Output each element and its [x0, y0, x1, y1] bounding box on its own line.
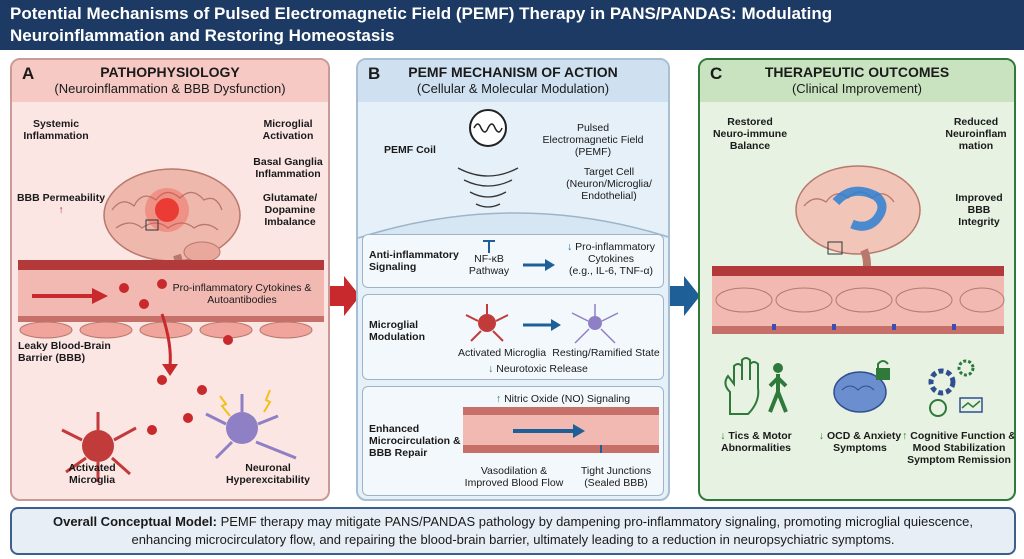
panel-c-letter: C	[710, 64, 723, 83]
label-vasodilation: Vasodilation & Improved Blood Flow	[464, 465, 564, 489]
cytokine-examples: (e.g., IL-6, TNF-α)	[568, 265, 654, 277]
neuron-icon	[205, 389, 297, 460]
label-glutamate: Glutamate/ Dopamine Imbalance	[262, 192, 318, 228]
label-target-cell: Target Cell(Neuron/Microglia/ Endothelia…	[554, 166, 664, 202]
title-line-1: Potential Mechanisms of Pulsed Electroma…	[10, 4, 833, 23]
red-transition-arrow-icon	[330, 276, 360, 316]
blue-transition-arrow-icon	[670, 276, 700, 316]
microglia-transition-icon	[465, 304, 619, 344]
label-resting-state: Resting/Ramified State	[552, 347, 660, 359]
label-reduced-neuroinflammation: Reduced Neuroinflam mation	[945, 116, 1007, 152]
label-activated-microglia-b: Activated Microglia	[457, 347, 547, 359]
footer-label: Overall Conceptual Model:	[52, 514, 217, 529]
panel-a-header: A PATHOPHYSIOLOGY (Neuroinflammation & B…	[12, 60, 328, 102]
label-cognitive: ↑ Cognitive Function & Mood Stabilizatio…	[902, 430, 1016, 466]
label-enhanced-microcirculation: Enhanced Microcirculation & BBB Repair	[369, 423, 461, 459]
panel-pemf-mechanism: B PEMF MECHANISM OF ACTION (Cellular & M…	[356, 58, 670, 501]
target-cell-sub: (Neuron/Microglia/ Endothelial)	[566, 178, 652, 202]
panel-therapeutic-outcomes: C THERAPEUTIC OUTCOMES (Clinical Improve…	[698, 58, 1016, 501]
vessel-flow-icon	[463, 407, 659, 453]
panel-b-subtitle: (Cellular & Molecular Modulation)	[416, 81, 610, 96]
blood-vessel-illustration	[18, 260, 324, 482]
label-microglial-modulation: Microglial Modulation	[369, 319, 425, 343]
panel-b-letter: B	[368, 64, 381, 83]
healthy-brain-icon	[795, 165, 921, 282]
overall-model-summary: Overall Conceptual Model: PEMF therapy m…	[10, 507, 1016, 555]
panel-a-subtitle: (Neuroinflammation & BBB Dysfunction)	[54, 81, 286, 96]
box-anti-inflammatory: Anti-inflammatory Signaling NF-κB Pathwa…	[362, 234, 664, 288]
inhibit-arrow-icon	[483, 240, 555, 271]
label-systemic-inflammation: Systemic Inflammation	[23, 118, 89, 142]
panel-pathophysiology: A PATHOPHYSIOLOGY (Neuroinflammation & B…	[10, 58, 330, 501]
target-cell-title: Target Cell	[583, 166, 635, 178]
up-arrow-icon: ↑	[495, 393, 502, 405]
title-banner: Potential Mechanisms of Pulsed Electroma…	[0, 0, 1024, 50]
panel-c-header: C THERAPEUTIC OUTCOMES (Clinical Improve…	[700, 60, 1014, 102]
box-microcirculation: ↑ Nitric Oxide (NO) Signaling Enhanced M…	[362, 386, 664, 496]
label-pemf-coil: PEMF Coil	[384, 144, 436, 156]
up-arrow-icon: ↑	[58, 204, 64, 216]
panel-a-letter: A	[22, 64, 35, 83]
panel-b-title: PEMF MECHANISM OF ACTION	[408, 64, 618, 80]
up-arrow-icon: ↑	[902, 430, 908, 442]
healthy-vessel-illustration	[712, 266, 1005, 334]
footer-text: PEMF therapy may mitigate PANS/PANDAS pa…	[131, 514, 974, 547]
label-microglial-activation: Microglial Activation	[262, 118, 314, 142]
label-nfkb: NF-κB Pathway	[468, 253, 510, 277]
label-nitric-oxide: ↑ Nitric Oxide (NO) Signaling	[495, 393, 631, 405]
label-pemf: Pulsed Electromagnetic Field (PEMF)	[542, 122, 644, 158]
label-cytokines-autoantibodies: Pro-inflammatory Cytokines & Autoantibod…	[172, 282, 312, 306]
inflamed-brain-icon	[103, 168, 241, 293]
pemf-coil-icon	[358, 109, 668, 239]
label-anti-inflammatory: Anti-inflammatory Signaling	[369, 249, 459, 273]
label-activated-microglia: Activated Microglia	[68, 462, 116, 486]
label-neurotoxic: ↓ Neurotoxic Release	[488, 363, 588, 375]
label-ocd: ↓ OCD & Anxiety Symptoms	[818, 430, 902, 454]
gears-icon	[928, 359, 983, 417]
label-tight-junctions: Tight Junctions (Sealed BBB)	[580, 465, 652, 489]
down-arrow-icon: ↓	[818, 430, 825, 442]
label-tics: ↓ Tics & Motor Abnormalities	[720, 430, 792, 454]
hand-and-walking-icon	[724, 357, 788, 415]
panel-b-header: B PEMF MECHANISM OF ACTION (Cellular & M…	[358, 60, 668, 102]
box-microglial-modulation: Microglial Modulation Activated Microgli…	[362, 294, 664, 380]
label-improved-bbb: Improved BBB Integrity	[955, 192, 1003, 228]
down-arrow-icon: ↓	[566, 241, 573, 253]
activated-microglia-icon	[61, 412, 137, 482]
label-bbb-permeability: BBB Permeability ↑	[16, 192, 106, 216]
panel-c-subtitle: (Clinical Improvement)	[791, 81, 923, 96]
panel-c-title: THERAPEUTIC OUTCOMES	[764, 64, 950, 80]
down-arrow-green-icon: ↓	[488, 363, 494, 375]
label-basal-ganglia: Basal Ganglia Inflammation	[253, 156, 323, 180]
title-line-2: Neuroinflammation and Restoring Homeosta…	[10, 26, 395, 45]
brain-lock-icon	[833, 360, 890, 413]
label-leaky-bbb: Leaky Blood-Brain Barrier (BBB)	[18, 340, 111, 364]
label-neuronal-hyperexcitability: Neuronal Hyperexcitability	[225, 462, 311, 486]
down-arrow-icon: ↓	[720, 430, 726, 442]
panel-a-title: PATHOPHYSIOLOGY	[100, 64, 240, 80]
label-pro-cytokines: ↓ Pro-inflammatory Cytokines(e.g., IL-6,…	[559, 241, 663, 277]
label-restored-balance: Restored Neuro-immune Balance	[712, 116, 788, 152]
